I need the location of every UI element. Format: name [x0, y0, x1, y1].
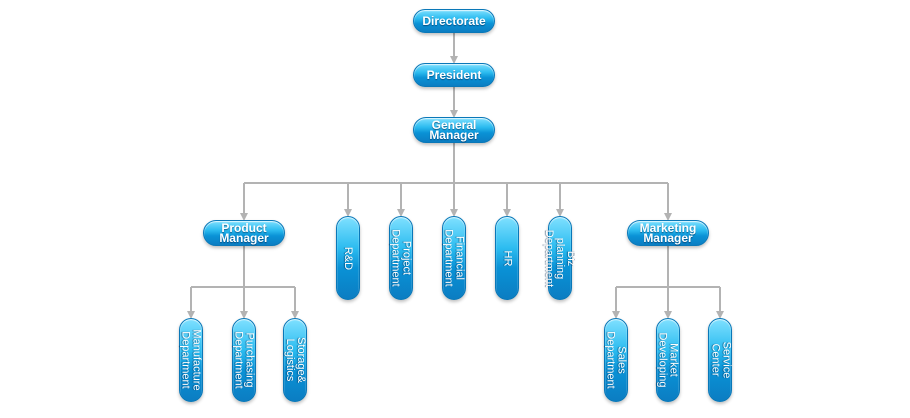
- node-manufacture-department[interactable]: Manufacture Department: [179, 318, 203, 402]
- node-storage-logistics[interactable]: Storage& Logistics: [283, 318, 307, 402]
- node-label: R&D: [342, 246, 355, 270]
- node-project-department[interactable]: Project Department: [389, 216, 413, 300]
- node-label: Marketing Manager: [639, 221, 697, 245]
- node-label: General Manager: [429, 118, 479, 142]
- node-marketing-manager[interactable]: Marketing Manager: [627, 220, 709, 246]
- node-label: HR: [501, 250, 514, 266]
- node-label: Project Department: [390, 229, 414, 287]
- node-purchasing-department[interactable]: Purchasing Department: [232, 318, 256, 402]
- node-label: President: [426, 68, 482, 82]
- node-rd[interactable]: R&D: [336, 216, 360, 300]
- node-label: Sales Department: [605, 331, 629, 389]
- node-label: Storage& Logistics: [284, 337, 307, 383]
- node-label: Product Manager: [219, 221, 269, 245]
- node-label: Financial Department: [443, 229, 467, 287]
- node-label: Biz planning Department: [543, 229, 578, 287]
- node-label: Purchasing Department: [233, 331, 257, 389]
- node-directorate[interactable]: Directorate: [413, 9, 495, 33]
- node-product-manager[interactable]: Product Manager: [203, 220, 285, 246]
- node-label: Market Developing: [657, 332, 681, 388]
- node-biz-planning-department[interactable]: Biz planning Department: [544, 216, 578, 300]
- node-service-center[interactable]: Service Center: [708, 318, 732, 402]
- node-market-developing[interactable]: Market Developing: [656, 318, 680, 402]
- node-label: Manufacture Department: [180, 329, 203, 391]
- node-hr[interactable]: HR: [495, 216, 519, 300]
- node-label: Directorate: [422, 14, 486, 28]
- node-label: Service Center: [709, 341, 732, 379]
- node-general-manager[interactable]: General Manager: [413, 117, 495, 143]
- node-sales-department[interactable]: Sales Department: [604, 318, 628, 402]
- node-president[interactable]: President: [413, 63, 495, 87]
- node-financial-department[interactable]: Financial Department: [442, 216, 466, 300]
